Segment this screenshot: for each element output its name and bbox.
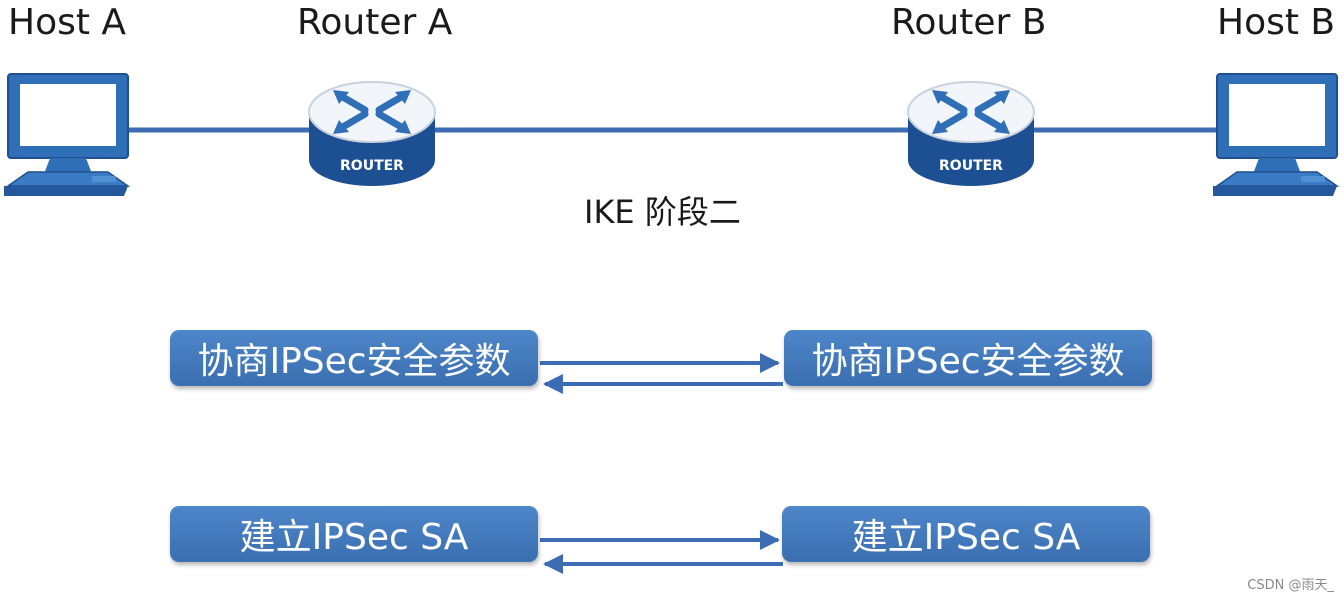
negotiate-box-right: 协商IPSec安全参数 — [784, 330, 1152, 386]
phase-label: IKE 阶段二 — [584, 193, 741, 231]
host-b-label: Host B — [1217, 2, 1336, 43]
negotiate-box-left: 协商IPSec安全参数 — [170, 330, 538, 386]
router-a-icon — [308, 81, 436, 186]
establish-box-left: 建立IPSec SA — [170, 506, 538, 562]
establish-box-right: 建立IPSec SA — [782, 506, 1150, 562]
host-a-icon — [4, 73, 131, 196]
router-a-badge: ROUTER — [340, 158, 404, 174]
router-b-badge: ROUTER — [939, 158, 1003, 174]
host-a-label: Host A — [8, 2, 127, 43]
router-b-icon — [907, 81, 1035, 186]
watermark: CSDN @雨天_ — [1247, 578, 1334, 593]
router-b-label: Router B — [891, 2, 1047, 43]
host-b-icon — [1213, 73, 1340, 196]
router-a-label: Router A — [297, 2, 453, 43]
